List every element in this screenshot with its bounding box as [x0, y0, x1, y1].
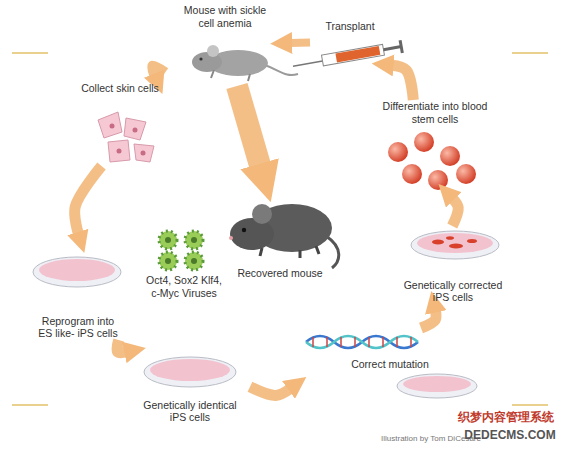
blood-stem-cells [388, 132, 476, 190]
flow-arrow [290, 38, 310, 47]
culture-dish [397, 374, 477, 398]
flow-arrow [391, 65, 413, 100]
culture-dish [33, 257, 121, 287]
stage-label: Transplant [310, 20, 390, 33]
stage-label: Differentiate into blood stem cells [380, 100, 490, 125]
stage-label: Genetically identical iPS cells [135, 399, 245, 424]
stage-box: Collect skin cells [70, 82, 170, 166]
flow-arrow [152, 66, 165, 76]
recovered-mouse [229, 204, 339, 268]
corner-rules [12, 53, 548, 405]
watermark: 织梦内容管理系统 [452, 410, 560, 424]
stage-box: Genetically identical iPS cells [130, 352, 250, 424]
vector-note: Oct4, Sox2 Klf4, c-Myc Viruses [145, 274, 223, 299]
stage-label: Collect skin cells [70, 82, 170, 95]
flow-arrow [75, 166, 102, 234]
culture-dish [411, 231, 499, 259]
flow-arrow [250, 387, 290, 396]
stage-box: Mouse with sickle cell anemia [165, 4, 285, 86]
stage-box: Differentiate into blood stem cells [375, 100, 495, 192]
stage-box: Correct mutation [300, 328, 482, 400]
stage-box: Recovered mouse [215, 188, 345, 280]
stage-box: Transplant [310, 20, 405, 62]
stage-box: Reprogram into ES like- iPS cells [28, 252, 128, 340]
flow-arrow [452, 198, 458, 226]
watermark: DEDECMS.COM [462, 428, 558, 442]
dna-helix [306, 336, 418, 348]
sick-mouse [192, 45, 298, 81]
culture-dish [144, 357, 236, 387]
stage-label: Recovered mouse [215, 267, 345, 280]
stage-label: Correct mutation [340, 358, 440, 371]
stage-label: Reprogram into ES like- iPS cells [38, 315, 118, 340]
skin-cells [98, 112, 154, 162]
flow-arrow [421, 310, 436, 328]
viruses [159, 231, 203, 270]
stage-label: Genetically corrected iPS cells [403, 279, 503, 304]
stage-box: Genetically corrected iPS cells [398, 226, 508, 304]
stage-label: Mouse with sickle cell anemia [177, 4, 273, 29]
flow-arrow [117, 340, 127, 353]
flow-arrow [237, 86, 261, 168]
